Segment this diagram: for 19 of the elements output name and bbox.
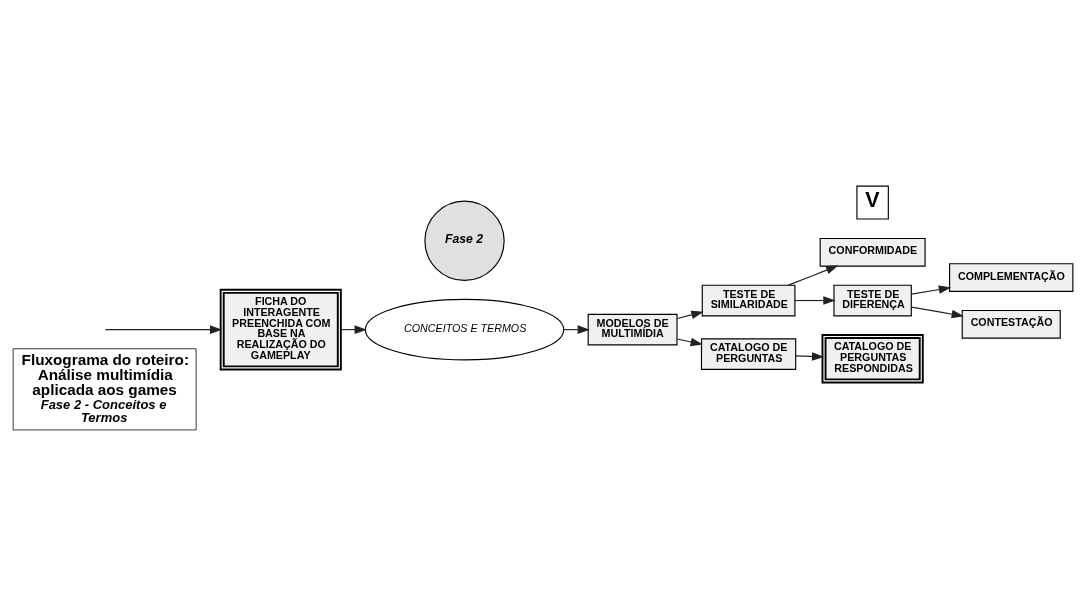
arrow bbox=[794, 296, 836, 305]
arrow bbox=[911, 285, 952, 295]
node-ellipse: CONCEITOS E TERMOS bbox=[364, 298, 565, 361]
node-circle: Fase 2 bbox=[424, 200, 505, 281]
node-box: V bbox=[856, 185, 889, 220]
arrow bbox=[795, 352, 825, 361]
node-box: COMPLEMENTAÇÃO bbox=[949, 263, 1074, 292]
node-box: CONFORMIDADE bbox=[819, 237, 926, 267]
arrow bbox=[104, 325, 223, 334]
node-box: TESTE DE DIFERENÇA bbox=[833, 284, 912, 317]
node-box: MODELOS DE MULTIMÍDIA bbox=[587, 313, 678, 346]
node-box: CATALOGO DE PERGUNTAS bbox=[700, 338, 797, 371]
arrow bbox=[676, 310, 704, 320]
node-box: CONTESTAÇÃO bbox=[961, 309, 1061, 339]
node-box: Fluxograma do roteiro: Análise multimídia aplicada aos games Fase 2 - Conceitos e Termos bbox=[12, 348, 197, 431]
node-box: TESTE DE SIMILARIDADE bbox=[701, 284, 796, 317]
arrow bbox=[911, 306, 964, 319]
arrow bbox=[676, 337, 703, 347]
arrow bbox=[787, 265, 839, 286]
